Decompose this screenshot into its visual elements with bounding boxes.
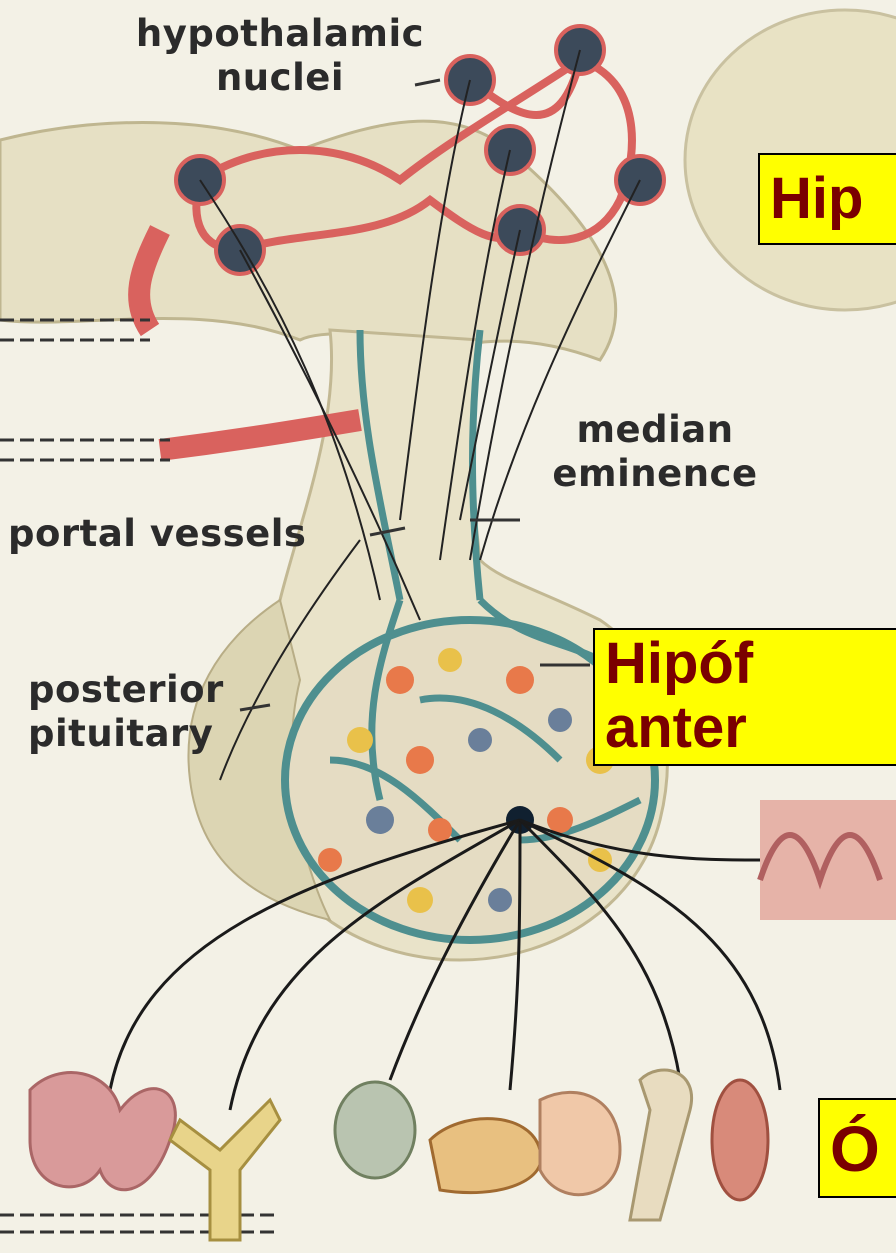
callout-hipofise-line1: Hipóf bbox=[605, 632, 896, 696]
posterior-pituitary-label-line1: posterior bbox=[28, 668, 268, 712]
hypothalamic-nuclei-label: hypothalamic nuclei bbox=[120, 12, 440, 100]
posterior-pituitary-label-line2: pituitary bbox=[28, 712, 268, 756]
callout-hipofise-line2: anter bbox=[605, 696, 896, 760]
posterior-pituitary-label: posterior pituitary bbox=[28, 668, 268, 756]
portal-vessels-label: portal vessels bbox=[8, 512, 378, 556]
median-eminence-label-line2: eminence bbox=[520, 452, 790, 496]
hypothalamic-nuclei-label-line1: hypothalamic bbox=[120, 12, 440, 56]
callout-orgaos: Ó bbox=[818, 1098, 896, 1198]
thyroid-organ bbox=[30, 1073, 175, 1190]
median-eminence-label-line1: median bbox=[520, 408, 790, 452]
mammary-organ bbox=[430, 1119, 541, 1193]
median-eminence-label: median eminence bbox=[520, 408, 790, 496]
callout-hipotalamo: Hip bbox=[758, 153, 896, 245]
callout-hipofise-anterior: Hipóf anter bbox=[593, 628, 896, 766]
hypothalamic-nuclei-label-line2: nuclei bbox=[120, 56, 440, 100]
gonad-organ bbox=[335, 1082, 415, 1178]
muscle-organ bbox=[712, 1080, 768, 1200]
